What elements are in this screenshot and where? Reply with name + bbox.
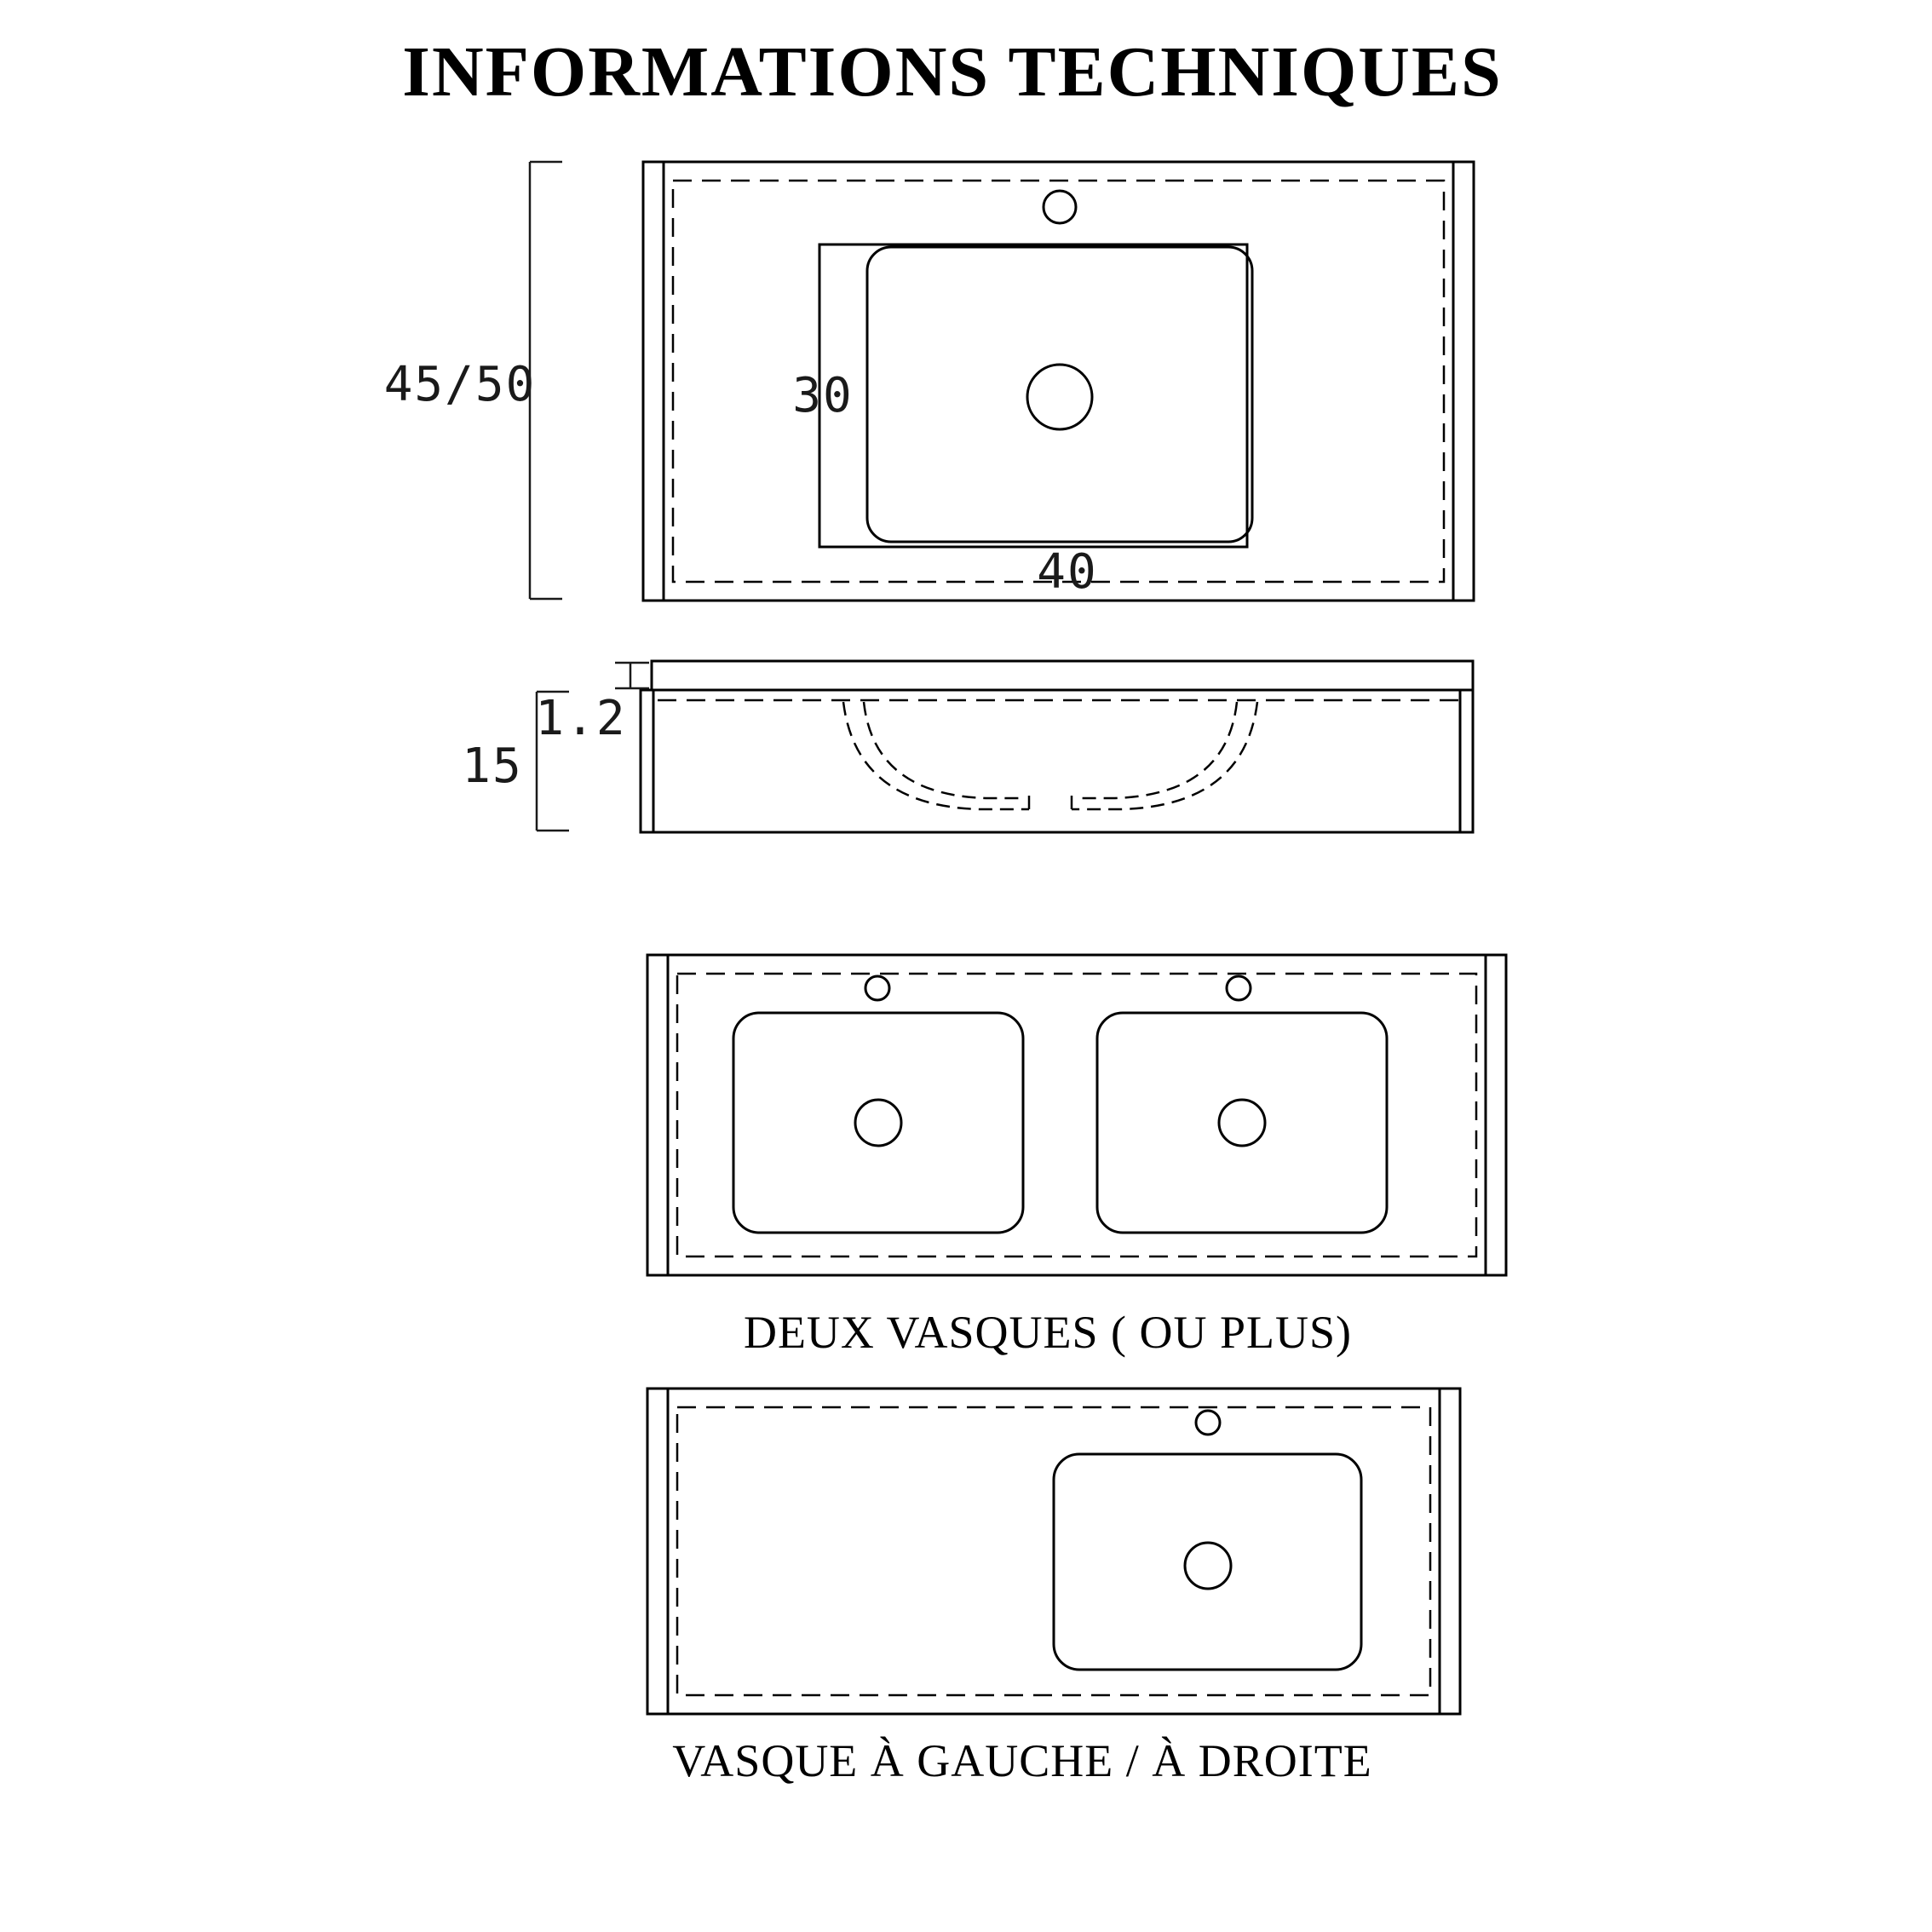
drain-hole: [1183, 1541, 1233, 1590]
drain-hole-right: [1217, 1098, 1267, 1147]
depth-dimension-bracket: [528, 160, 562, 601]
bowl-inner-left: [862, 701, 1019, 800]
dim-label-apron-height: 15: [462, 739, 522, 794]
section-hidden-bowl: [842, 701, 1259, 811]
basin-bowl: [1052, 1452, 1363, 1671]
section-apron: [639, 688, 1475, 834]
inset-dashed-border: [676, 1406, 1432, 1697]
basin-cutout-outline: [818, 243, 1249, 549]
basin-bowl-right: [1095, 1011, 1389, 1234]
page-title: INFORMATIONS TECHNIQUES: [402, 32, 1502, 112]
basin-bowl-outline: [865, 245, 1254, 543]
faucet-hole: [1042, 189, 1078, 225]
faucet-hole: [1194, 1409, 1222, 1436]
bowl-inner-right: [1082, 701, 1239, 800]
caption-offset-basin: VASQUE À GAUCHE / À DROITE: [672, 1735, 1372, 1786]
basin-bowl-left: [732, 1011, 1025, 1234]
inset-dashed-border: [671, 179, 1446, 584]
top-view: 45/50 30 40: [384, 160, 1475, 602]
dim-label-basin-width: 40: [1037, 544, 1097, 600]
double-basin-view: [646, 953, 1508, 1277]
thickness-dimension-bracket: [615, 661, 649, 690]
caption-double-basin: DEUX VASQUES ( OU PLUS): [744, 1307, 1352, 1358]
inset-dashed-border: [676, 972, 1478, 1258]
dim-label-depth: 45/50: [384, 357, 537, 412]
bowl-outer-left: [842, 701, 1029, 811]
faucet-hole-right: [1225, 975, 1252, 1002]
section-view: 1.2 15: [462, 659, 1475, 834]
bowl-outer-right: [1072, 701, 1259, 811]
drain-hole: [1026, 363, 1094, 431]
dim-label-basin-depth: 30: [792, 368, 853, 423]
drain-hole-left: [854, 1098, 903, 1147]
offset-basin-view: [646, 1387, 1462, 1716]
dim-label-thickness: 1.2: [535, 691, 626, 746]
faucet-hole-left: [864, 975, 891, 1002]
countertop-outline: [646, 1387, 1462, 1716]
apron-height-dimension-bracket: [535, 690, 569, 832]
section-slab: [650, 659, 1475, 692]
countertop-outline: [646, 953, 1508, 1277]
countertop-outline: [641, 160, 1475, 602]
